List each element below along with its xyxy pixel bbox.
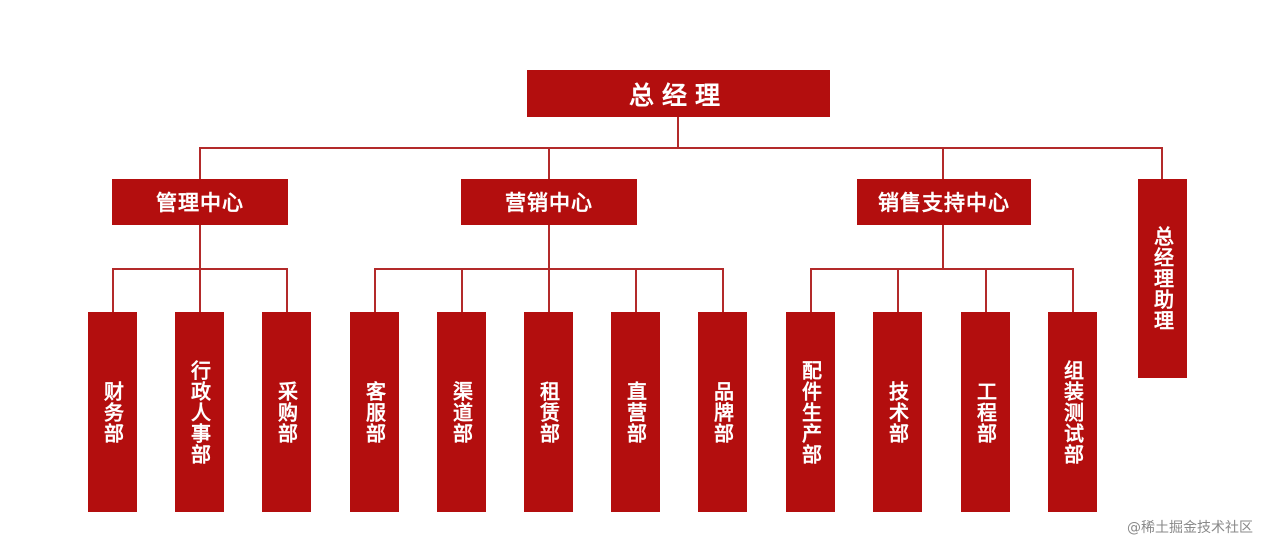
- connector-level1-bar: [199, 147, 1163, 149]
- dept-node: 品牌部: [698, 312, 747, 512]
- connector-root-down: [677, 116, 679, 148]
- connector-to-assistant: [1161, 147, 1163, 180]
- connector-dept: [548, 268, 550, 314]
- connector-dept: [374, 268, 376, 314]
- connector-dept: [635, 268, 637, 314]
- connector-dept: [461, 268, 463, 314]
- connector-to-center-1: [199, 147, 201, 180]
- connector-dept: [286, 268, 288, 314]
- dept-label: 配件生产部: [798, 359, 823, 465]
- connector-center-3-down: [942, 225, 944, 270]
- connector-dept: [897, 268, 899, 314]
- dept-node: 组装测试部: [1048, 312, 1097, 512]
- dept-node: 财务部: [88, 312, 137, 512]
- connector-to-center-2: [548, 147, 550, 180]
- dept-label: 渠道部: [449, 380, 474, 444]
- connector-dept: [112, 268, 114, 314]
- connector-dept: [810, 268, 812, 314]
- dept-label: 技术部: [885, 380, 910, 444]
- dept-label: 品牌部: [710, 380, 735, 444]
- dept-node: 渠道部: [437, 312, 486, 512]
- dept-label: 工程部: [973, 380, 998, 444]
- dept-label: 直营部: [623, 380, 648, 444]
- center-node-management: 管理中心: [112, 179, 288, 225]
- dept-label: 客服部: [362, 380, 387, 444]
- connector-to-center-3: [942, 147, 944, 180]
- dept-label: 财务部: [100, 380, 125, 444]
- dept-node: 配件生产部: [786, 312, 835, 512]
- connector-center-1-down: [199, 225, 201, 270]
- dept-label: 组装测试部: [1060, 359, 1085, 465]
- dept-node: 采购部: [262, 312, 311, 512]
- dept-node: 工程部: [961, 312, 1010, 512]
- dept-label: 租赁部: [536, 380, 561, 444]
- connector-center-2-down: [548, 225, 550, 270]
- assistant-node: 总经理助理: [1138, 179, 1187, 378]
- connector-dept: [1072, 268, 1074, 314]
- assistant-label: 总经理助理: [1150, 226, 1175, 331]
- dept-node: 租赁部: [524, 312, 573, 512]
- dept-node: 技术部: [873, 312, 922, 512]
- dept-node: 客服部: [350, 312, 399, 512]
- connector-dept: [985, 268, 987, 314]
- dept-node: 行政人事部: [175, 312, 224, 512]
- center-node-sales-support: 销售支持中心: [857, 179, 1031, 225]
- connector-dept: [722, 268, 724, 314]
- connector-group-3-bar: [810, 268, 1074, 270]
- dept-label: 行政人事部: [187, 359, 212, 465]
- dept-label: 采购部: [274, 380, 299, 444]
- center-node-marketing: 营销中心: [461, 179, 637, 225]
- connector-dept: [199, 268, 201, 314]
- watermark: @稀土掘金技术社区: [1127, 520, 1253, 536]
- root-node: 总经理: [527, 70, 830, 117]
- dept-node: 直营部: [611, 312, 660, 512]
